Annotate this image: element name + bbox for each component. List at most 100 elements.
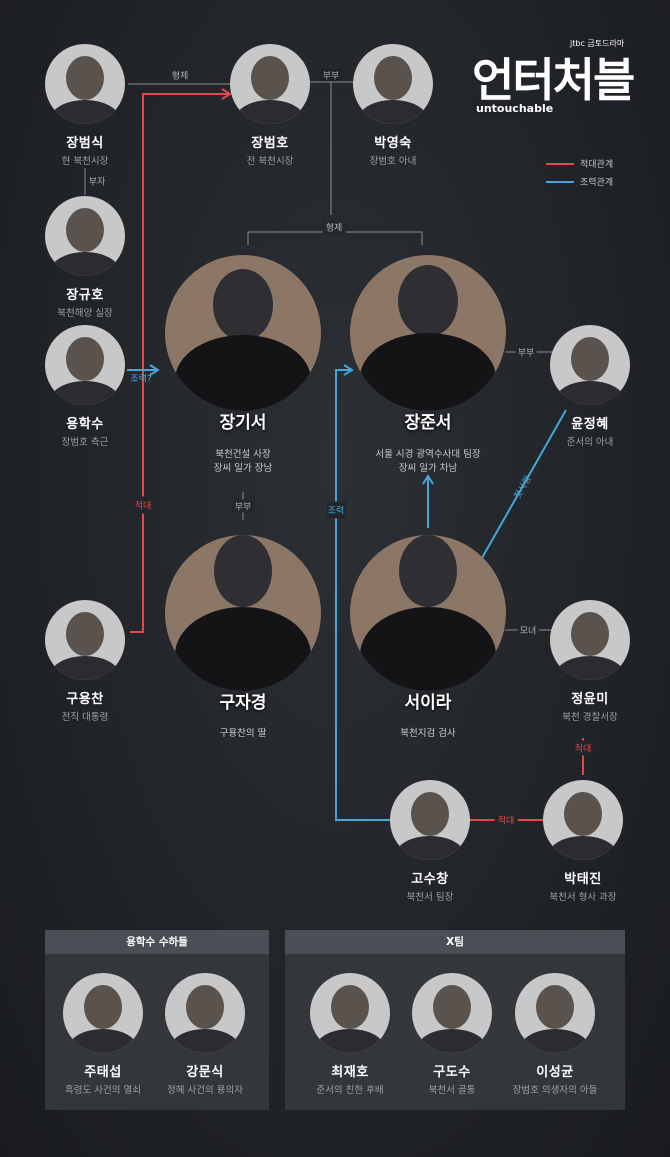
name-seo-ira: 서이라 <box>404 693 452 713</box>
person-ju-taeseop: 주태섭 흑령도 사건의 열쇠 <box>33 973 173 1097</box>
role-jang-junseo: 서울 시경 광역수사대 팀장 장씨 일가 차남 <box>375 449 481 474</box>
arrow-help-left <box>343 364 354 376</box>
person-name: 강문식 <box>186 1065 224 1080</box>
avatar <box>45 44 125 124</box>
rel-help-question: 조력? <box>130 374 152 385</box>
line-brothers-mid <box>247 231 423 245</box>
avatar <box>45 600 125 680</box>
legend-help-label: 조력관계 <box>580 178 614 188</box>
rel-hostile-bottom: 적대 <box>494 813 518 827</box>
person-name: 장범호 <box>251 136 289 151</box>
person-role: 장범호 아내 <box>369 156 417 167</box>
person-name: 박태진 <box>564 872 602 887</box>
arrow-help-question <box>149 364 160 376</box>
person-name: 주태섭 <box>84 1065 122 1080</box>
person-role: 북천서 형사 과장 <box>549 892 617 903</box>
person-name: 장범식 <box>66 136 104 151</box>
person-jeong-yunmi: 정윤미 북천 경찰서장 <box>520 600 660 724</box>
person-role: 북천 경찰서장 <box>562 712 618 723</box>
avatar <box>550 600 630 680</box>
person-name: 최재호 <box>331 1065 369 1080</box>
person-gu-yongchan: 구용찬 전직 대통령 <box>15 600 155 724</box>
role-jang-giseo: 북천건설 사장 장씨 일가 장남 <box>213 449 273 474</box>
rel-mother-daughter: 모녀 <box>517 623 539 637</box>
avatar <box>63 973 143 1053</box>
person-role: 흑령도 사건의 열쇠 <box>65 1085 141 1096</box>
avatar-jang-giseo <box>165 255 321 411</box>
person-role: 정혜 사건의 용의자 <box>167 1085 243 1096</box>
person-role: 준서의 친한 후배 <box>316 1085 384 1096</box>
person-role: 전 북천시장 <box>246 156 294 167</box>
rel-brothers-top: 형제 <box>171 71 189 82</box>
network-label: jtbc 금토드라마 <box>570 39 625 48</box>
avatar <box>165 973 245 1053</box>
avatar <box>353 44 433 124</box>
person-go-suchang: 고수창 북천서 팀장 <box>360 780 500 904</box>
person-park-yeongsuk: 박영숙 장범호 아내 <box>323 44 463 168</box>
avatar <box>45 325 125 405</box>
drama-subtitle: untouchable <box>474 102 556 115</box>
person-role: 장범호 의생자의 아들 <box>512 1085 598 1096</box>
person-jang-beomsik: 장범식 현 북천시장 <box>15 44 155 168</box>
person-name: 고수창 <box>411 872 449 887</box>
person-name: 장규호 <box>66 288 104 303</box>
person-lee-seonggyun: 이성균 장범호 의생자의 아들 <box>485 973 625 1097</box>
person-name: 박영숙 <box>374 136 412 151</box>
avatar <box>45 196 125 276</box>
line-help-left <box>335 369 392 821</box>
person-choi-jaeho: 최재호 준서의 친한 후배 <box>280 973 420 1097</box>
avatar <box>543 780 623 860</box>
person-role: 북천서 골통 <box>428 1085 476 1096</box>
rel-hostile-right: 적대 <box>574 740 592 756</box>
person-name: 정윤미 <box>571 692 609 707</box>
person-yun-jeonghye: 윤정혜 준서의 아내 <box>520 325 660 449</box>
rel-couple-jang-gu: 부부 <box>232 499 254 513</box>
rel-father-son: 부자 <box>88 177 106 188</box>
person-role: 장범호 측근 <box>61 437 109 448</box>
legend-hostile-swatch <box>546 162 574 165</box>
line-first-love <box>477 409 567 566</box>
name-jang-giseo: 장기서 <box>219 413 267 433</box>
drama-title: 언터처블 <box>472 53 635 107</box>
person-gu-dosu: 구도수 북천서 골통 <box>382 973 522 1097</box>
person-role: 전직 대통령 <box>61 712 109 723</box>
legend-hostile-label: 적대관계 <box>580 160 614 170</box>
rel-brothers-mid: 형제 <box>322 220 346 234</box>
name-jang-junseo: 장준서 <box>404 413 452 433</box>
person-name: 구용찬 <box>66 692 104 707</box>
person-park-taejin: 박태진 북천서 형사 과장 <box>513 780 653 904</box>
person-name: 용학수 <box>66 417 104 432</box>
person-gang-munsik: 강문식 정혜 사건의 용의자 <box>135 973 275 1097</box>
person-role: 현 북천시장 <box>61 156 109 167</box>
avatar-seo-ira <box>350 535 506 691</box>
panel-title: 용학수 수하들 <box>45 930 269 954</box>
person-role: 북천서 팀장 <box>406 892 454 903</box>
person-name: 윤정혜 <box>571 417 609 432</box>
avatar <box>412 973 492 1053</box>
legend-hostile: 적대관계 <box>546 153 613 172</box>
avatar <box>230 44 310 124</box>
arrow-hostile-left <box>221 88 232 100</box>
rel-hostile-left: 적대 <box>133 496 153 514</box>
role-gu-jagyeong: 구용찬의 딸 <box>219 728 267 739</box>
person-role: 북천해양 실장 <box>57 308 113 319</box>
legend-help: 조력관계 <box>546 171 613 190</box>
name-gu-jagyeong: 구자경 <box>219 693 267 713</box>
rel-couple-top: 부부 <box>320 68 342 82</box>
rel-help-left: 조력 <box>326 501 346 519</box>
drama-logo: jtbc 금토드라마 언터처블 untouchable <box>472 38 642 128</box>
avatar <box>515 973 595 1053</box>
person-name: 이성균 <box>536 1065 574 1080</box>
person-yong-haksu: 용학수 장범호 측근 <box>15 325 155 449</box>
rel-couple-jun-yun: 부부 <box>515 345 537 359</box>
avatar-jang-junseo <box>350 255 506 411</box>
arrow-ira-junseo <box>422 474 434 485</box>
avatar <box>310 973 390 1053</box>
person-jang-gyuho: 장규호 북천해양 실장 <box>15 196 155 320</box>
avatar <box>390 780 470 860</box>
role-seo-ira: 북천지검 검사 <box>400 728 456 739</box>
avatar <box>550 325 630 405</box>
line-hostile-left <box>130 93 228 633</box>
legend-help-swatch <box>546 180 574 183</box>
